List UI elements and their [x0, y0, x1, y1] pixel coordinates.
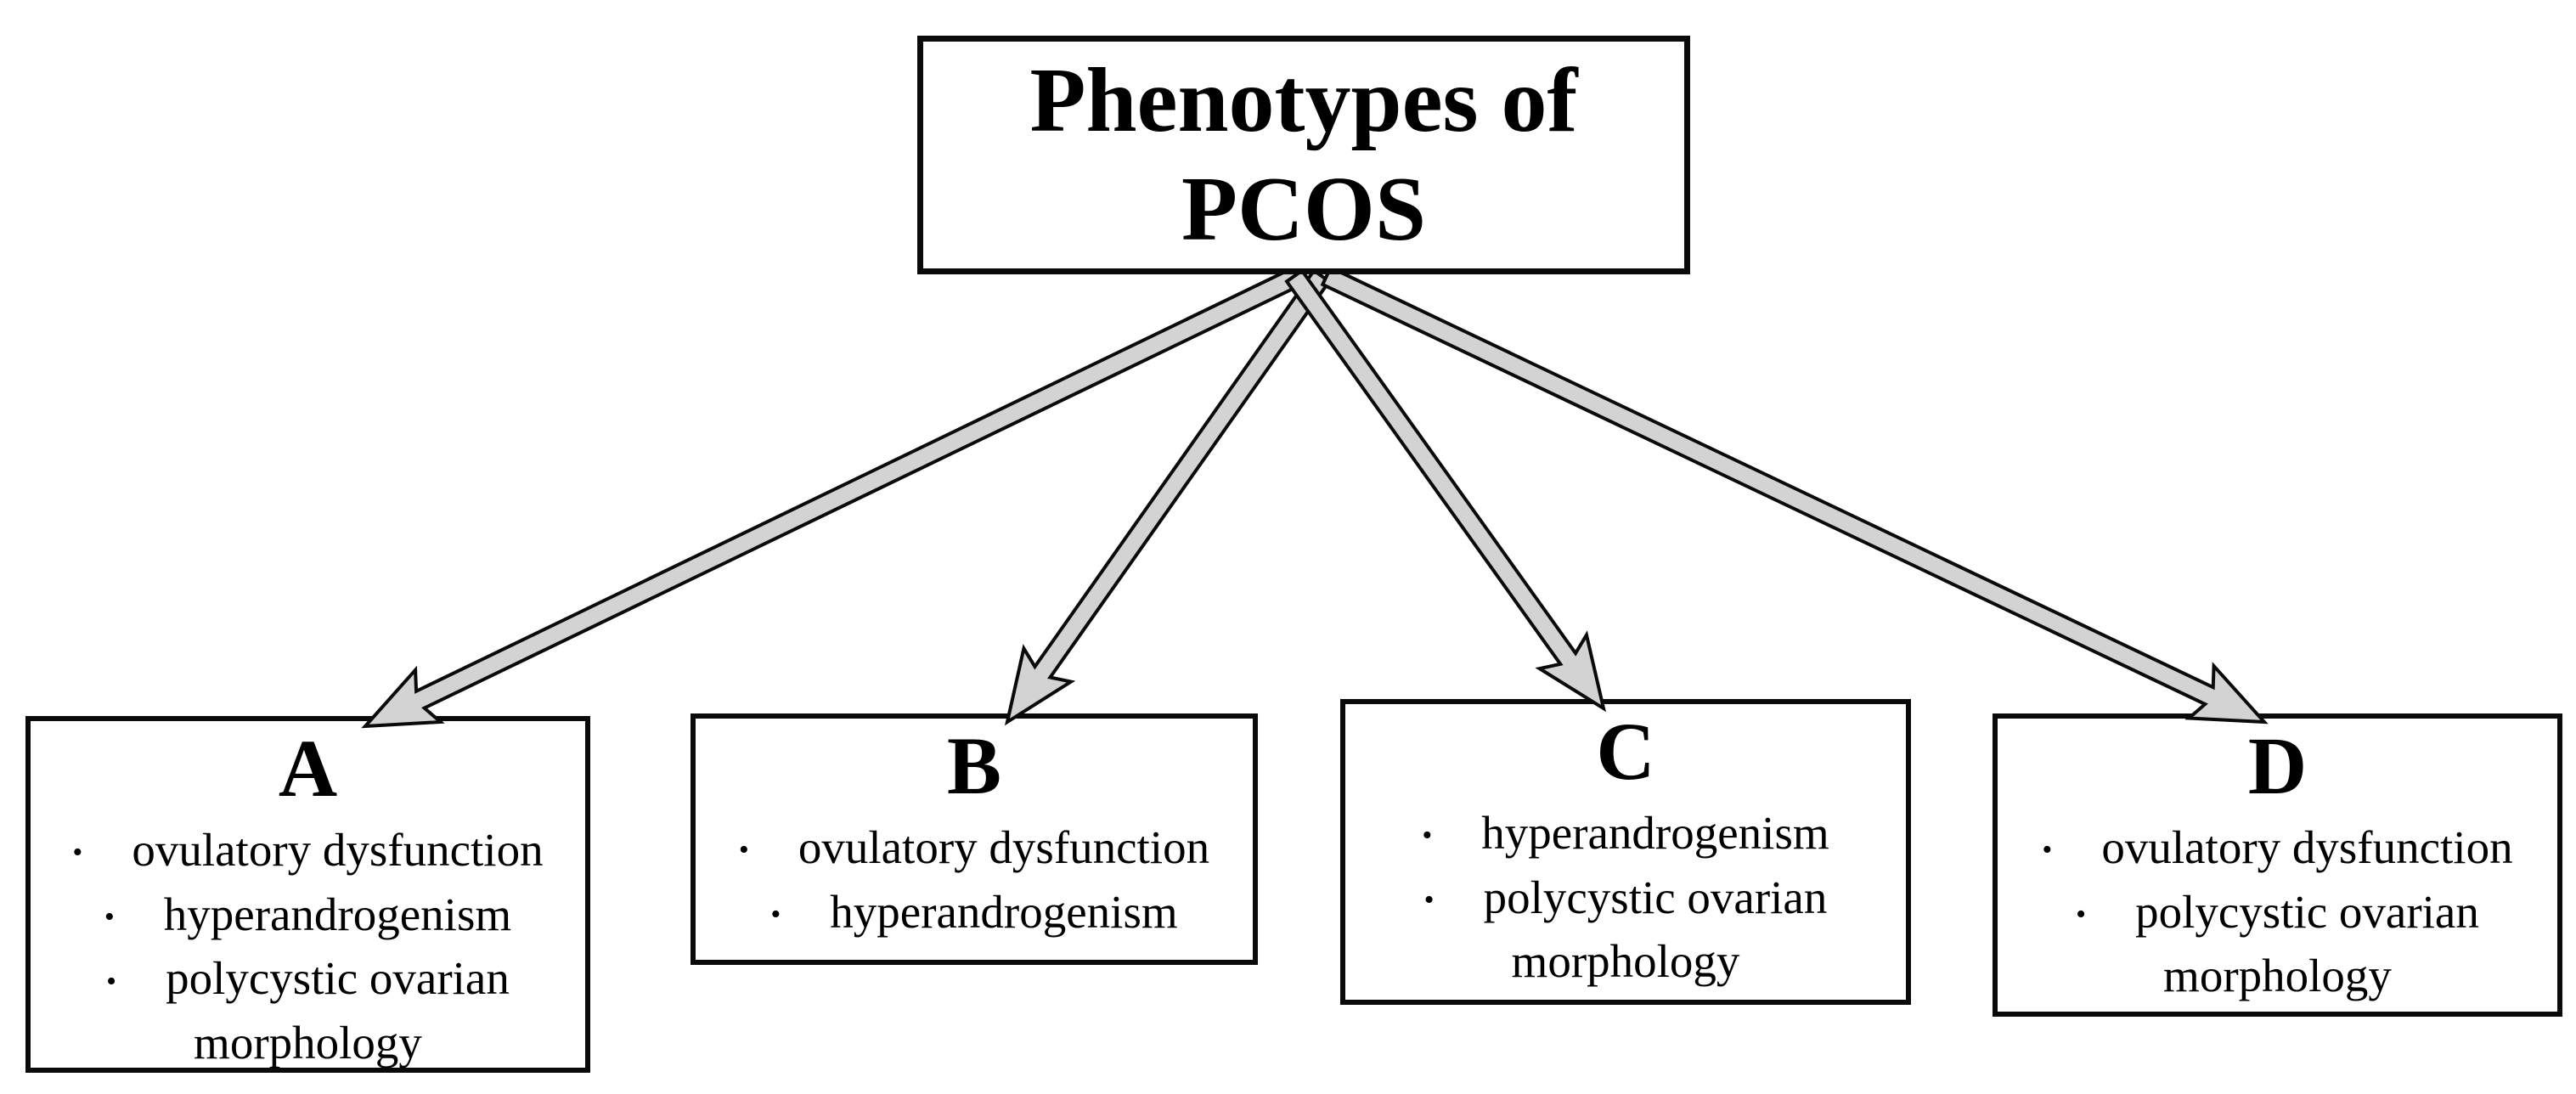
title-box-phenotypes-of-pcos: Phenotypes of PCOS [917, 36, 1690, 274]
bullet-item: • polycystic ovarian morphology [1356, 866, 1895, 995]
phenotype-box-a: A • ovulatory dysfunction • hyperandrogenis… [25, 716, 590, 1073]
bullet-text: ovulatory dysfunction [132, 823, 544, 876]
arrow-phenotypes-of-pcos-to-C [1284, 268, 1607, 713]
bullet-text: polycystic ovarian morphology [2135, 885, 2479, 1002]
bullet-dot-icon: • [770, 898, 781, 930]
bullet-dot-icon: • [738, 833, 749, 866]
bullet-text: ovulatory dysfunction [798, 820, 1210, 873]
phenotype-box-c: C • hyperandrogenism • polycystic ovarian m… [1340, 699, 1911, 1005]
bullet-dot-icon: • [72, 836, 83, 868]
bullet-dot-icon: • [1422, 819, 1433, 851]
bullet-item: • ovulatory dysfunction [42, 818, 574, 883]
bullet-item: • hyperandrogenism [42, 883, 574, 947]
arrow-phenotypes-of-pcos-to-D [1320, 265, 2269, 725]
arrow-phenotypes-of-pcos-to-B [1004, 268, 1332, 726]
criteria-list: • ovulatory dysfunction • hyperandrogenism [707, 815, 1242, 945]
bullet-item: • hyperandrogenism [707, 880, 1242, 945]
criteria-list: • ovulatory dysfunction • polycystic ovaria… [2009, 815, 2546, 1009]
title-line-2: PCOS [1181, 158, 1427, 260]
bullet-text: polycystic ovarian morphology [1483, 871, 1828, 988]
phenotype-letter: D [2247, 720, 2308, 811]
arrow-phenotypes-of-pcos-to-A [361, 265, 1305, 729]
bullet-dot-icon: • [2042, 833, 2053, 866]
bullet-text: hyperandrogenism [163, 888, 512, 940]
bullet-dot-icon: • [2076, 898, 2087, 930]
bullet-dot-icon: • [106, 965, 117, 997]
phenotype-box-d: D • ovulatory dysfunction • polycystic ovar… [1993, 713, 2562, 1017]
phenotype-box-b: B • ovulatory dysfunction • hyperandrogenis… [691, 713, 1258, 965]
bullet-dot-icon: • [104, 900, 115, 933]
bullet-item: • polycystic ovarian morphology [2009, 880, 2546, 1009]
bullet-text: polycystic ovarian morphology [166, 952, 510, 1069]
phenotype-letter: A [278, 723, 338, 814]
criteria-list: • hyperandrogenism • polycystic ovarian mor… [1356, 801, 1895, 995]
bullet-item: • polycystic ovarian morphology [42, 946, 574, 1075]
phenotype-letter: C [1596, 706, 1655, 797]
bullet-dot-icon: • [1423, 883, 1435, 916]
bullet-item: • ovulatory dysfunction [2009, 815, 2546, 880]
bullet-text: ovulatory dysfunction [2101, 820, 2513, 873]
bullet-text: hyperandrogenism [1481, 806, 1829, 859]
bullet-text: hyperandrogenism [830, 885, 1178, 938]
title-line-1: Phenotypes of [1029, 50, 1578, 152]
bullet-item: • hyperandrogenism [1356, 801, 1895, 866]
phenotype-letter: B [946, 720, 1002, 811]
bullet-item: • ovulatory dysfunction [707, 815, 1242, 880]
criteria-list: •ovulatory dysfunction•hyperandrogenism•… [42, 818, 574, 1076]
